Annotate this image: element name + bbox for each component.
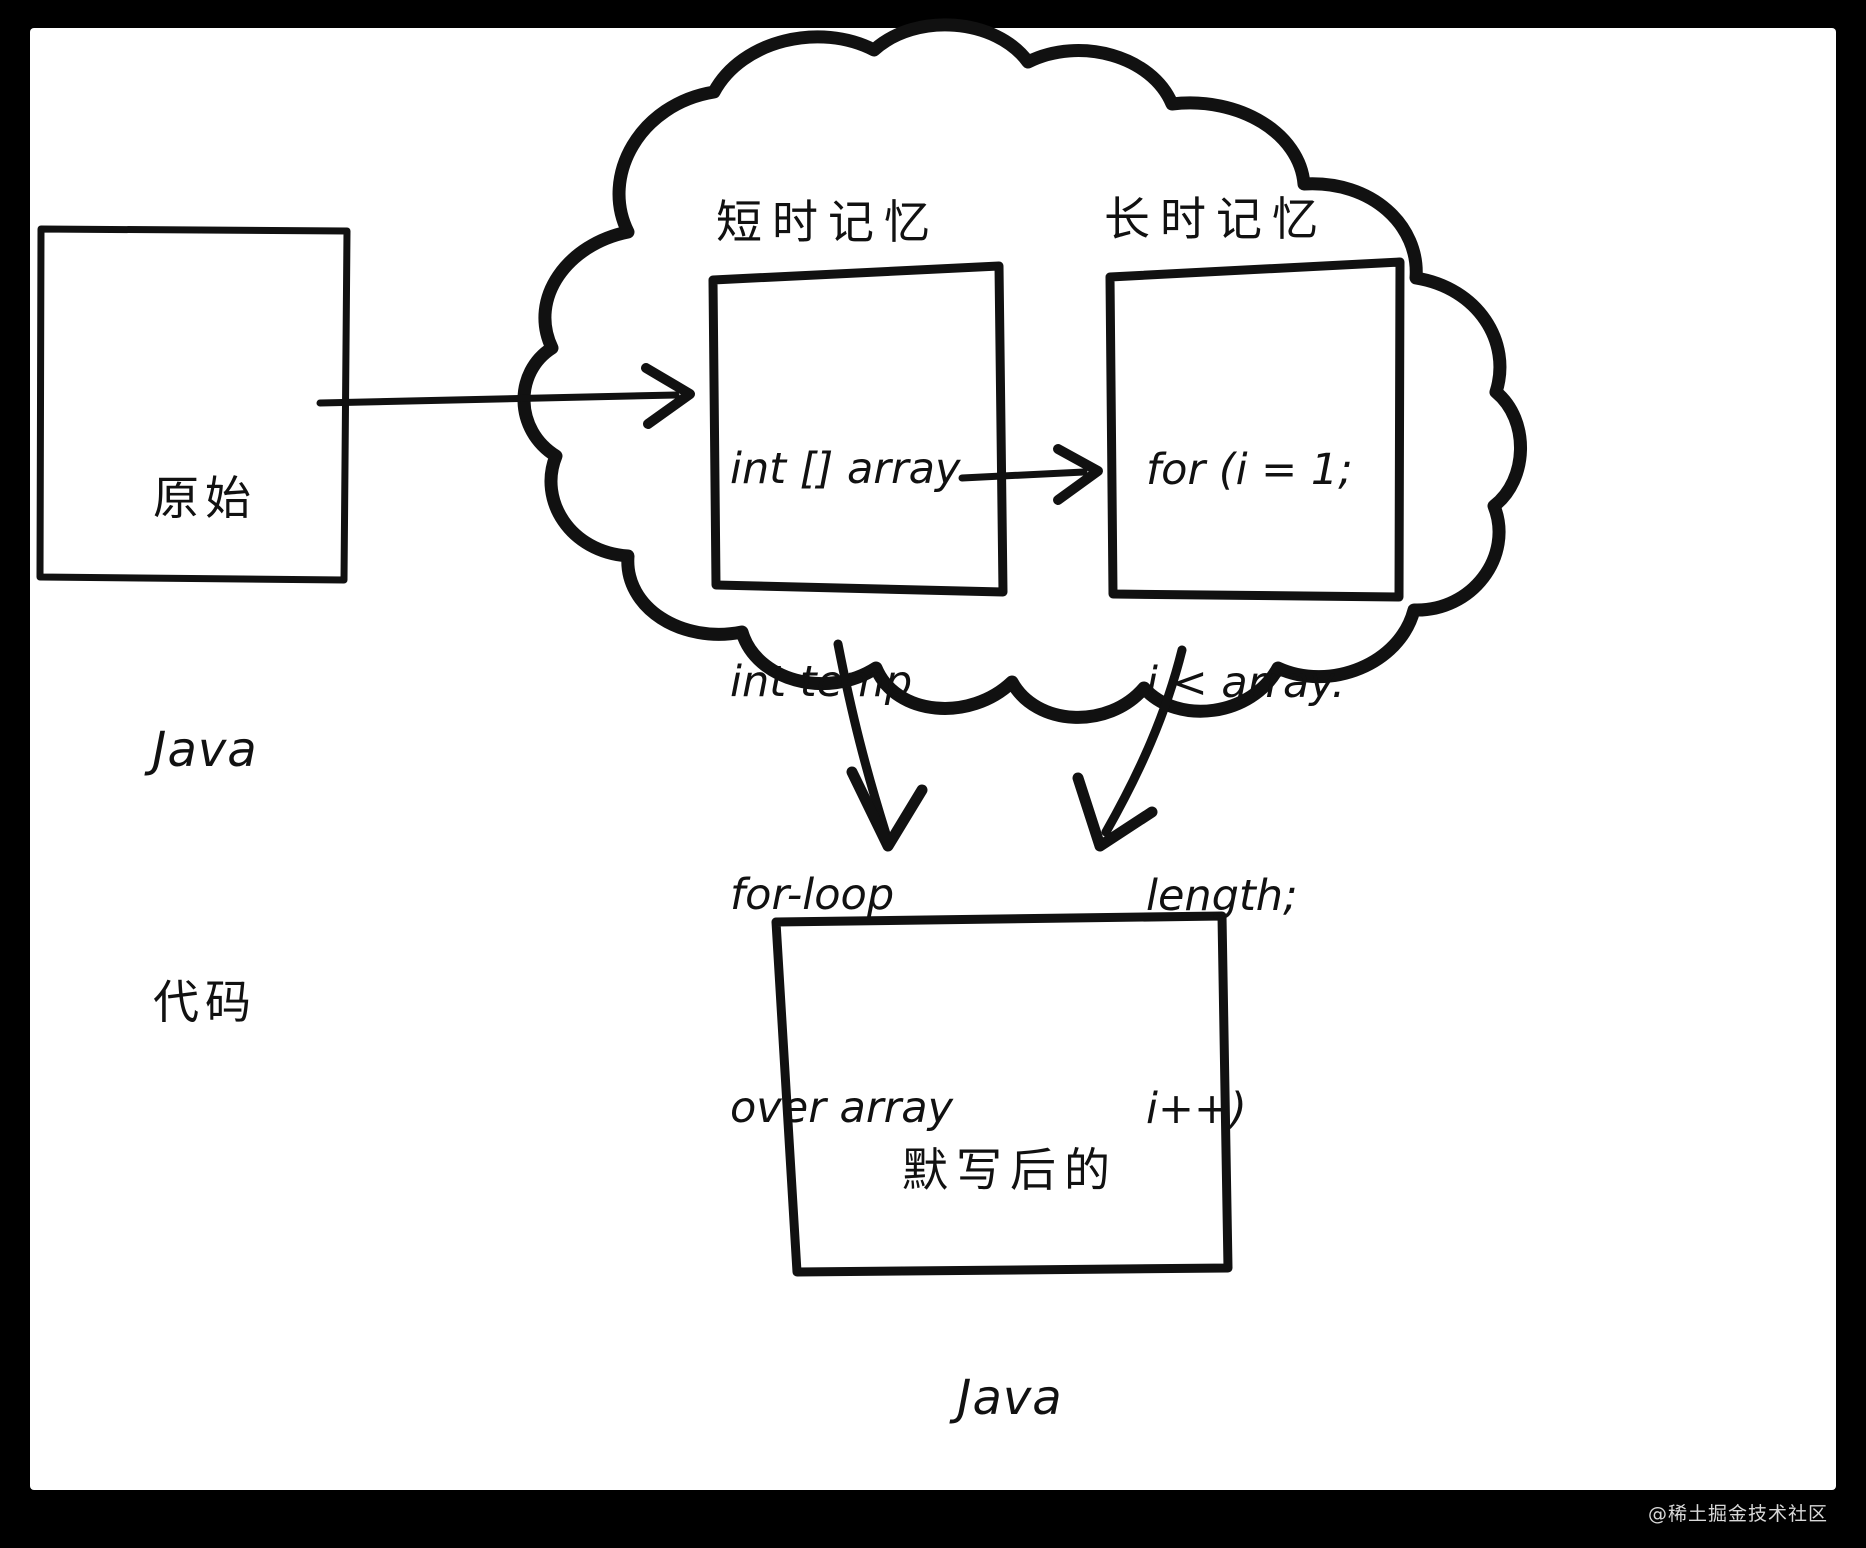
long-term-memory-label: 长时记忆 <box>1104 192 1328 246</box>
stm-line-3: for-loop <box>730 870 895 920</box>
long-term-memory-content: for (i = 1; i < array. length; i++) <box>1146 293 1416 1287</box>
output-box-line-1: 默写后的 <box>902 1143 1118 1197</box>
source-box-line-3: 代码 <box>153 975 257 1029</box>
source-box-line-1: 原始 <box>153 471 257 525</box>
output-box-text: 默写后的 Java 代码 <box>790 980 1230 1548</box>
stm-line-2: int temp <box>730 657 913 707</box>
watermark-text: @稀土掘金技术社区 <box>1647 1503 1828 1525</box>
source-box-line-2: Java <box>152 722 258 778</box>
ltm-line-4: i++) <box>1146 1084 1247 1134</box>
output-box-line-2: Java <box>957 1370 1063 1426</box>
ltm-line-2: i < array. <box>1146 658 1346 708</box>
source-box-text: 原始 Java 代码 <box>60 288 350 1212</box>
short-term-memory-label: 短时记忆 <box>716 195 940 249</box>
ltm-line-3: length; <box>1146 871 1298 921</box>
stm-line-4: over array <box>730 1083 954 1133</box>
stm-line-1: int [] array <box>730 444 961 494</box>
ltm-line-1: for (i = 1; <box>1146 445 1353 495</box>
short-term-memory-content: int [] array int temp for-loop over arra… <box>730 292 1000 1286</box>
